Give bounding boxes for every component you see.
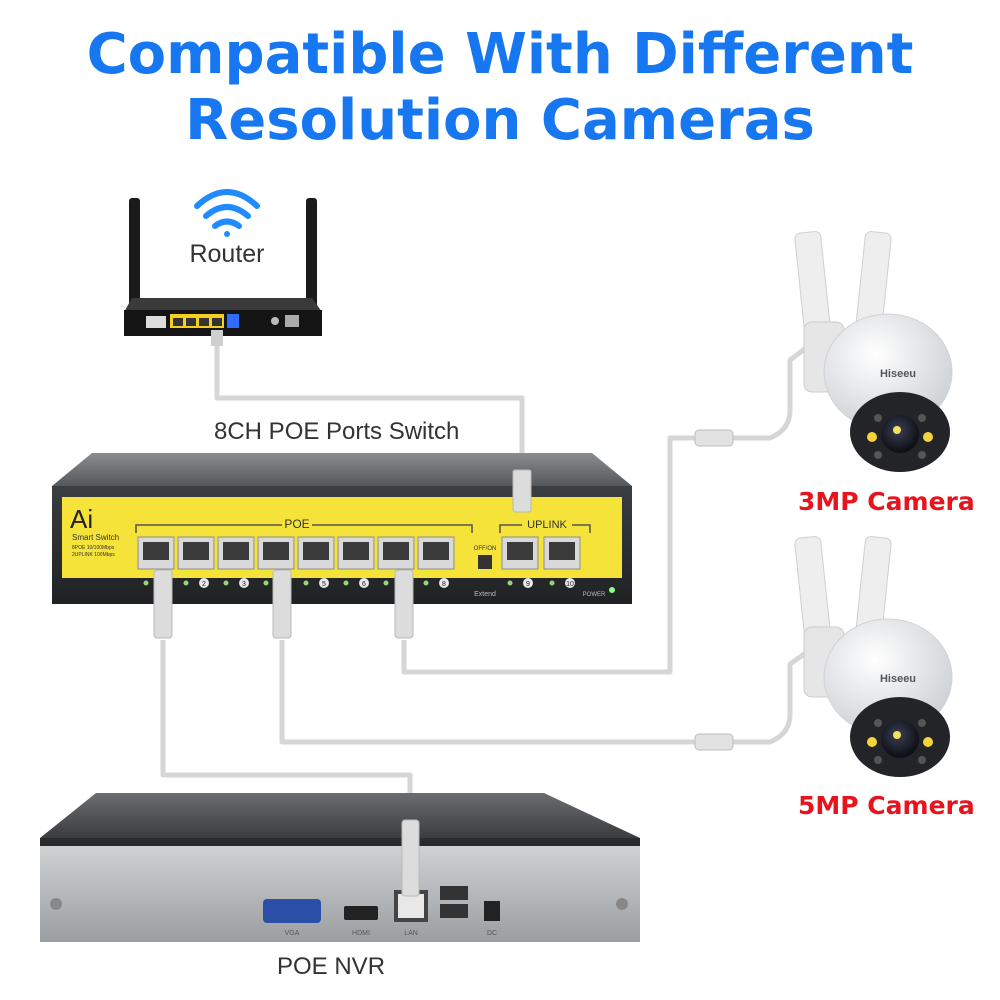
- camera-3mp-pigtail: [730, 343, 812, 441]
- switch-port-socket: [343, 542, 369, 560]
- switch-port-socket: [223, 542, 249, 560]
- hdmi-port: [344, 906, 378, 920]
- wifi-icon: [194, 189, 260, 237]
- camera-5mp: Hiseeu: [794, 536, 953, 777]
- cable-router-to-uplink: [214, 340, 525, 470]
- router-wan-port: [227, 314, 239, 328]
- switch-port-number: 6: [362, 581, 366, 588]
- port-7-plug: [394, 569, 414, 639]
- uplink-plug: [512, 469, 532, 513]
- port-4-plug: [272, 569, 292, 639]
- switch-port-socket: [549, 542, 575, 560]
- switch-uplink-label: UPLINK: [527, 519, 567, 531]
- power-led: [609, 587, 615, 593]
- camera-3mp: Hiseeu: [794, 231, 953, 472]
- extend-toggle[interactable]: [478, 555, 492, 569]
- switch-port-led: [223, 580, 229, 586]
- router-lan-ports: [170, 314, 224, 328]
- router-antenna-right: [306, 198, 317, 308]
- switch-label: 8CH POE Ports Switch: [214, 418, 460, 445]
- usb-port-1: [440, 886, 468, 900]
- camera-5mp-label: 5MP Camera: [798, 791, 975, 820]
- switch-plugs: [153, 469, 532, 639]
- switch-toggle-label: OFF/ON: [474, 546, 497, 552]
- cable-switch-to-3mp-camera: [401, 435, 700, 675]
- vga-label: VGA: [285, 930, 300, 937]
- camera-3mp-connector: [694, 429, 734, 447]
- switch-port-number-badge: [319, 578, 329, 588]
- switch-brand: Ai: [70, 504, 93, 534]
- camera-connectors: [694, 429, 734, 751]
- switch-port-led: [143, 580, 149, 586]
- cable-switch-to-5mp-camera: [279, 640, 700, 745]
- poe-switch: Ai Smart Switch 8POE 10/100Mbps 2UPLINK …: [52, 453, 632, 604]
- switch-spec-2: 2UPLINK 100Mbps: [72, 552, 115, 558]
- switch-port-number: 2: [202, 581, 206, 588]
- poe-nvr: VGA HDMI LAN DC: [40, 793, 640, 942]
- camera-5mp-brand: Hiseeu: [880, 673, 916, 685]
- switch-port-led: [343, 580, 349, 586]
- switch-port-number: 8: [442, 581, 446, 588]
- router-rj45-plug: [211, 330, 223, 346]
- usb-port-2: [440, 904, 468, 918]
- switch-extend-label: Extend: [474, 591, 496, 598]
- port-1-plug: [153, 569, 173, 639]
- switch-port-led: [183, 580, 189, 586]
- switch-port-socket: [507, 542, 533, 560]
- cables: [160, 340, 812, 828]
- switch-port-socket: [143, 542, 169, 560]
- switch-port-led: [549, 580, 555, 586]
- switch-port-number: 5: [322, 581, 326, 588]
- nvr-label: POE NVR: [277, 953, 386, 980]
- switch-spec-1: 8POE 10/100Mbps: [72, 545, 115, 551]
- nvr-rj45-plug: [401, 819, 420, 897]
- switch-port-led: [303, 580, 309, 586]
- router-antenna-left: [129, 198, 140, 308]
- switch-port-led: [263, 580, 269, 586]
- switch-port-led: [423, 580, 429, 586]
- switch-port-number: 3: [242, 581, 246, 588]
- router-label: Router: [189, 240, 265, 268]
- switch-port-number-badge: [199, 578, 209, 588]
- camera-3mp-lens: [881, 415, 919, 453]
- camera-5mp-pigtail: [730, 647, 812, 745]
- switch-port-socket: [263, 542, 289, 560]
- switch-port-socket: [303, 542, 329, 560]
- switch-port-number-badge: [239, 578, 249, 588]
- switch-port-led: [383, 580, 389, 586]
- switch-port-number: 9: [526, 581, 530, 588]
- camera-5mp-connector: [694, 733, 734, 751]
- switch-port-number: 10: [566, 581, 574, 588]
- vga-port: [263, 899, 321, 923]
- title-line-1: Compatible With Different: [86, 22, 914, 87]
- camera-3mp-brand: Hiseeu: [880, 368, 916, 380]
- switch-port-number-badge: [439, 578, 449, 588]
- camera-5mp-lens: [881, 720, 919, 758]
- camera-3mp-label: 3MP Camera: [798, 487, 975, 516]
- switch-port-socket: [183, 542, 209, 560]
- switch-port-number-badge: [359, 578, 369, 588]
- hdmi-label: HDMI: [352, 930, 370, 937]
- dc-label: DC: [487, 930, 497, 937]
- switch-port-number-badge: [565, 578, 575, 588]
- router-device: [124, 198, 322, 346]
- switch-port-socket: [423, 542, 449, 560]
- switch-port-led: [507, 580, 513, 586]
- switch-poe-label: POE: [284, 517, 309, 531]
- switch-port-number-badge: [523, 578, 533, 588]
- switch-ports: 12345678910: [137, 536, 581, 588]
- lan-label: LAN: [404, 930, 418, 937]
- switch-port-socket: [383, 542, 409, 560]
- title-line-2: Resolution Cameras: [185, 88, 815, 153]
- dc-port: [484, 901, 500, 921]
- switch-power-label: POWER: [583, 592, 606, 598]
- router-phone-port: [146, 316, 166, 328]
- switch-subtitle: Smart Switch: [72, 533, 119, 542]
